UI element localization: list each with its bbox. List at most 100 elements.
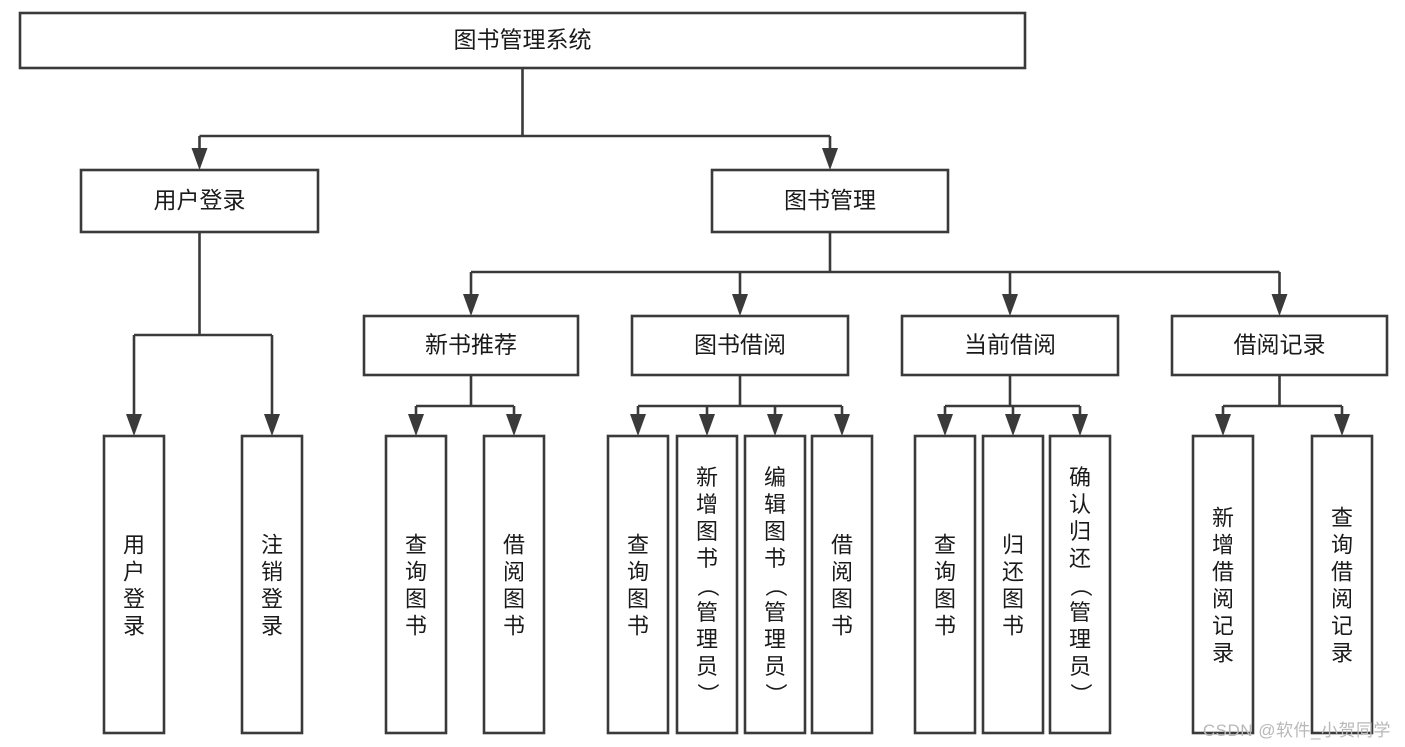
node-label-char: 管 [764, 600, 786, 625]
node-label-char: （ [763, 575, 788, 597]
node-label-char: 确 [1069, 465, 1091, 490]
connectors-layer [126, 68, 1350, 436]
node-borrow-record[interactable]: 借阅记录 [1170, 314, 1389, 377]
node-label-char: 归 [1069, 519, 1091, 544]
node-box-root[interactable] [18, 11, 1027, 70]
node-label-char: 录 [123, 614, 145, 639]
node-label-char: 新 [1212, 506, 1234, 531]
node-label-char: 借 [831, 533, 853, 558]
node-book-borrow[interactable]: 图书借阅 [630, 314, 850, 377]
node-label-book-borrow: 图书借阅 [694, 332, 786, 358]
node-current-borrow[interactable]: 当前借阅 [900, 314, 1120, 377]
node-label-char: 借 [1331, 560, 1353, 585]
node-new-book-recommend[interactable]: 新书推荐 [362, 314, 580, 377]
node-box-borrow-record[interactable] [1170, 314, 1389, 377]
node-box-leaf-borrow-book[interactable] [810, 434, 874, 735]
arrow-head-icon [264, 414, 280, 436]
node-label-char: ） [763, 683, 788, 705]
node-label-char: 书 [1002, 614, 1024, 639]
node-box-leaf-query-borrow-record[interactable] [1310, 434, 1374, 735]
node-label-char: 录 [1212, 641, 1234, 666]
node-box-user-login[interactable] [79, 168, 320, 234]
node-label-char: 询 [405, 560, 427, 585]
node-box-leaf-confirm-return-admin[interactable] [1048, 434, 1112, 735]
node-label-book-management: 图书管理 [784, 187, 876, 213]
arrow-head-icon [937, 414, 953, 436]
node-label-char: 图 [764, 519, 786, 544]
node-box-current-borrow[interactable] [900, 314, 1120, 377]
node-label-char: 图 [934, 587, 956, 612]
node-label-char: 书 [503, 614, 525, 639]
node-label-char: 书 [627, 614, 649, 639]
node-box-leaf-borrow-book-recommend[interactable] [482, 434, 546, 735]
node-label-char: 询 [934, 560, 956, 585]
node-label-char: 询 [1331, 533, 1353, 558]
node-label-char: 借 [503, 533, 525, 558]
node-label-char: 还 [1069, 546, 1091, 571]
node-box-leaf-query-book-recommend[interactable] [384, 434, 448, 735]
node-label-char: 记 [1212, 614, 1234, 639]
node-book-management[interactable]: 图书管理 [710, 168, 950, 234]
node-box-leaf-add-book-admin[interactable] [675, 434, 739, 735]
arrow-head-icon [1005, 414, 1021, 436]
arrow-head-icon [767, 414, 783, 436]
node-box-leaf-user-login[interactable] [102, 434, 166, 735]
arrow-head-icon [1334, 414, 1350, 436]
node-leaf-user-login[interactable]: 用户登录 [102, 434, 166, 735]
node-label-char: 记 [1331, 614, 1353, 639]
node-box-leaf-query-book-current[interactable] [913, 434, 977, 735]
node-label-char: 归 [1002, 533, 1024, 558]
node-label-char: 图 [627, 587, 649, 612]
node-label-current-borrow: 当前借阅 [964, 332, 1056, 358]
node-label-char: 户 [123, 560, 145, 585]
node-label-char: 登 [123, 587, 145, 612]
node-label-char: （ [1068, 575, 1093, 597]
node-box-leaf-add-borrow-record[interactable] [1191, 434, 1255, 735]
node-label-char: 理 [764, 627, 786, 652]
node-label-char: 查 [627, 533, 649, 558]
node-box-new-book-recommend[interactable] [362, 314, 580, 377]
node-box-leaf-logout[interactable] [240, 434, 304, 735]
node-label-char: 查 [934, 533, 956, 558]
arrow-head-icon [630, 414, 646, 436]
node-label-char: 增 [1212, 533, 1234, 558]
node-label-char: 录 [261, 614, 283, 639]
node-label-char: 图 [831, 587, 853, 612]
arrow-head-icon [699, 414, 715, 436]
node-label-char: 阅 [1331, 587, 1353, 612]
node-label-char: 理 [696, 627, 718, 652]
node-label-char: 增 [696, 492, 718, 517]
node-label-char: 查 [1331, 506, 1353, 531]
node-label-char: 书 [696, 546, 718, 571]
node-label-borrow-record: 借阅记录 [1234, 332, 1326, 358]
node-label-char: 阅 [831, 560, 853, 585]
node-box-book-borrow[interactable] [630, 314, 850, 377]
node-box-leaf-edit-book-admin[interactable] [743, 434, 807, 735]
watermark-label: CSDN @软件_小贺同学 [1202, 721, 1391, 740]
node-user-login[interactable]: 用户登录 [79, 168, 320, 234]
node-label-char: ） [695, 683, 720, 705]
node-box-book-management[interactable] [710, 168, 950, 234]
arrow-head-icon [191, 148, 208, 170]
arrow-head-icon [506, 414, 522, 436]
node-label-char: 借 [1212, 560, 1234, 585]
node-label-char: 用 [123, 533, 145, 558]
node-root[interactable]: 图书管理系统 [18, 11, 1027, 70]
node-label-char: 书 [764, 546, 786, 571]
node-label-char: 阅 [1212, 587, 1234, 612]
node-label-char: 销 [261, 560, 283, 585]
node-box-leaf-return-book[interactable] [981, 434, 1045, 735]
node-box-leaf-query-book-borrow[interactable] [606, 434, 670, 735]
